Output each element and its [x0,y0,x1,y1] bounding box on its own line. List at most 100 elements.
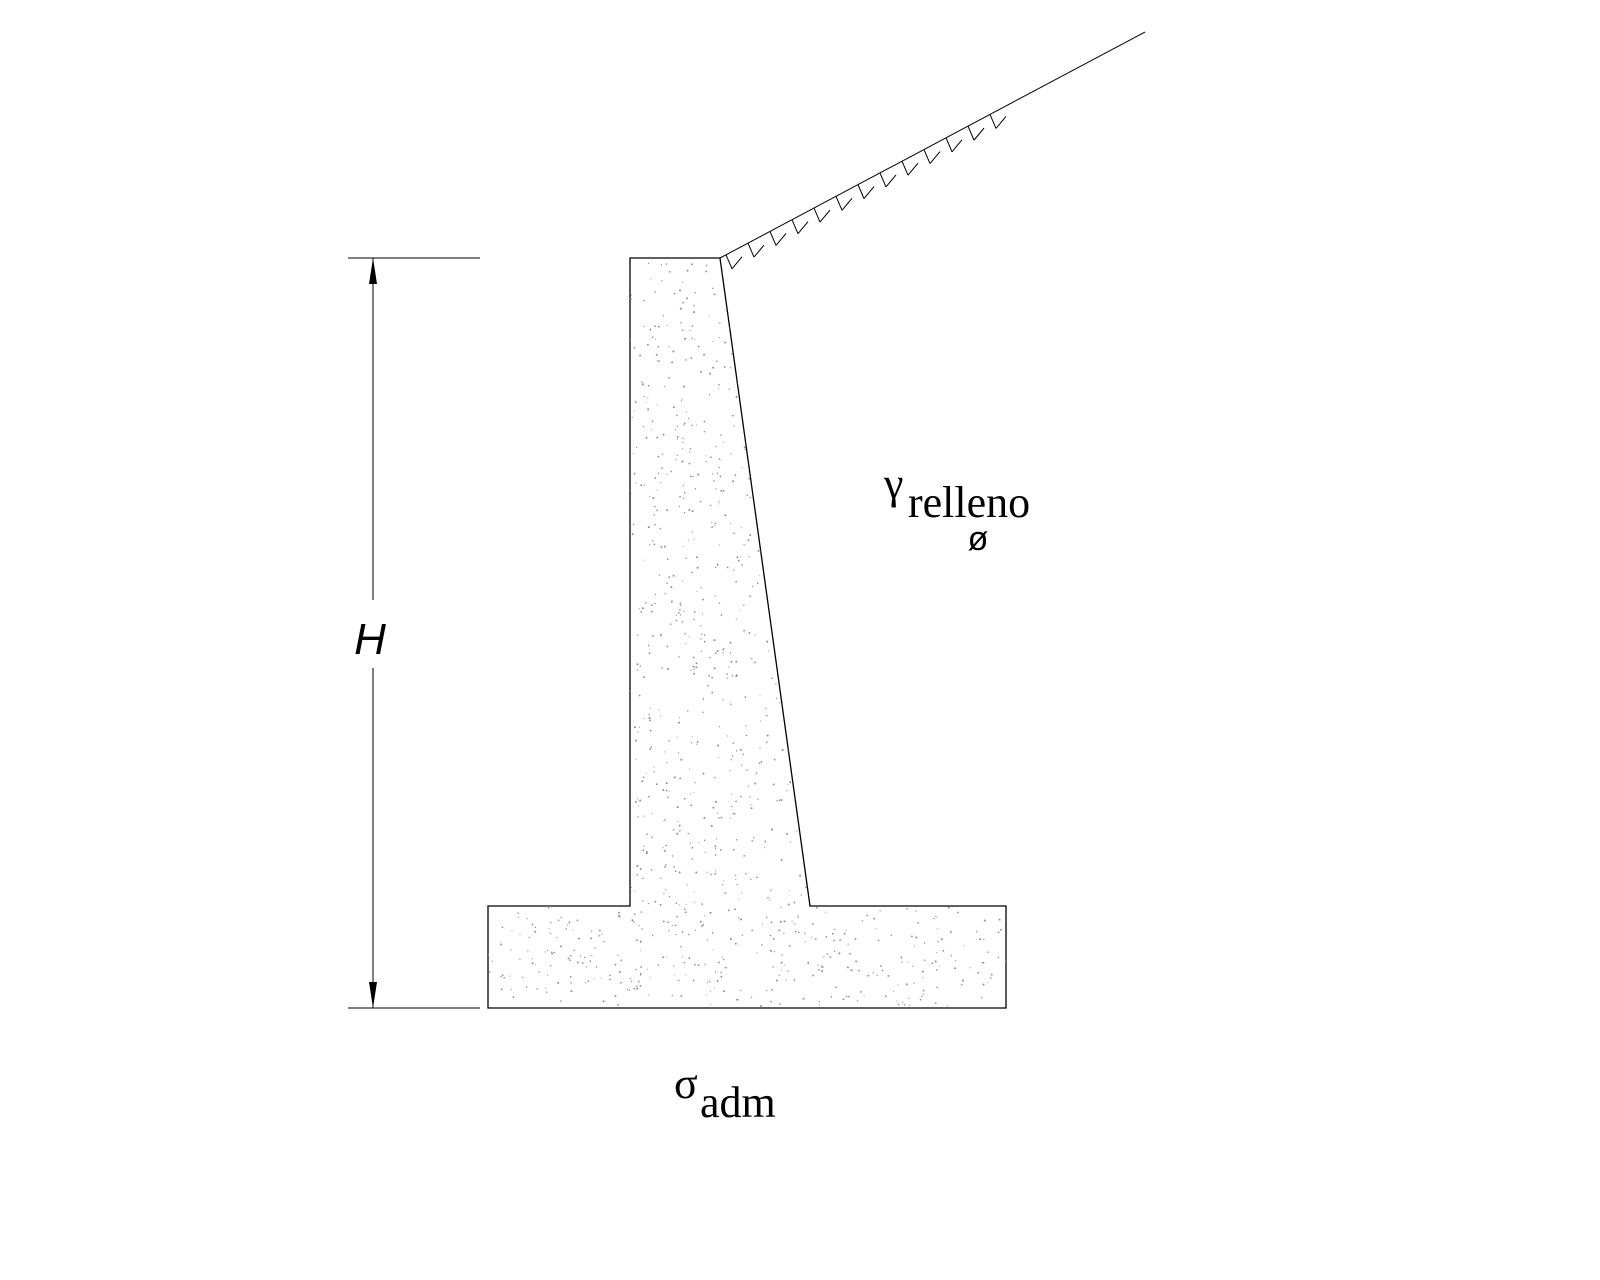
concrete-speck [753,288,756,290]
concrete-speck [611,846,613,848]
concrete-speck [689,447,692,450]
concrete-speck [869,849,872,852]
concrete-speck [631,416,633,419]
concrete-speck [954,345,956,347]
concrete-speck [871,661,873,664]
concrete-speck [497,716,500,719]
concrete-speck [502,395,505,397]
concrete-speck [540,440,542,443]
concrete-speck [869,468,872,470]
concrete-speck [658,709,660,711]
concrete-speck [678,656,680,658]
backfill-unit-weight-symbol: γ [883,459,903,508]
concrete-speck [797,451,800,454]
concrete-speck [580,745,583,748]
concrete-speck [574,717,576,720]
concrete-speck [516,661,519,664]
concrete-speck [646,343,649,346]
concrete-speck [1003,332,1005,334]
concrete-speck [565,891,568,894]
concrete-speck [780,859,783,862]
concrete-speck [676,915,678,918]
concrete-speck [681,329,684,332]
concrete-speck [808,483,810,486]
concrete-speck [494,774,496,776]
concrete-speck [635,985,638,987]
concrete-speck [592,504,595,507]
concrete-speck [804,556,806,559]
concrete-speck [555,315,557,317]
concrete-speck [820,854,823,857]
concrete-speck [604,419,606,421]
concrete-speck [845,258,847,260]
concrete-speck [681,620,684,623]
concrete-speck [750,804,752,806]
concrete-speck [619,603,622,606]
concrete-speck [900,955,902,957]
concrete-speck [688,462,691,465]
concrete-speck [573,375,575,377]
concrete-speck [526,428,528,431]
concrete-speck [656,359,658,361]
concrete-speck [651,539,654,542]
concrete-speck [867,260,870,262]
concrete-speck [964,867,967,870]
concrete-speck [981,762,983,764]
concrete-speck [603,940,605,943]
concrete-speck [699,500,702,503]
concrete-speck [969,267,972,270]
concrete-speck [678,904,680,906]
concrete-speck [856,780,858,783]
concrete-speck [918,379,920,381]
concrete-speck [737,917,740,919]
concrete-speck [756,952,758,954]
concrete-speck [660,715,662,717]
concrete-speck [663,820,665,822]
concrete-speck [647,644,650,647]
concrete-speck [854,674,857,677]
concrete-speck [572,521,575,524]
concrete-speck [820,670,823,672]
concrete-speck [531,306,534,309]
concrete-speck [848,872,851,874]
concrete-speck [716,650,719,653]
concrete-speck [944,715,946,717]
concrete-speck [851,387,853,389]
concrete-speck [583,370,585,373]
concrete-speck [928,269,930,271]
concrete-speck [683,797,686,800]
concrete-speck [632,921,635,923]
concrete-speck [766,640,769,643]
concrete-speck [519,958,521,960]
concrete-speck [685,643,687,645]
concrete-speck [767,307,769,309]
concrete-speck [630,980,633,982]
concrete-speck [491,822,493,824]
concrete-speck [617,356,620,359]
concrete-speck [976,580,978,582]
concrete-speck [934,870,936,873]
concrete-speck [498,560,501,562]
concrete-speck [617,793,620,796]
concrete-speck [591,454,593,457]
concrete-speck [652,497,655,500]
concrete-speck [713,480,715,482]
concrete-speck [854,937,857,940]
concrete-speck [693,538,695,540]
concrete-speck [712,287,714,289]
concrete-speck [492,488,494,490]
concrete-speck [598,651,600,654]
concrete-speck [630,294,632,296]
concrete-speck [829,701,831,703]
concrete-speck [986,622,988,624]
concrete-speck [492,468,494,470]
concrete-speck [715,446,717,448]
concrete-speck [682,385,685,388]
concrete-speck [863,649,865,651]
concrete-speck [553,727,555,730]
concrete-speck [975,930,978,933]
concrete-speck [597,764,600,767]
concrete-speck [949,270,952,272]
concrete-speck [922,263,925,266]
